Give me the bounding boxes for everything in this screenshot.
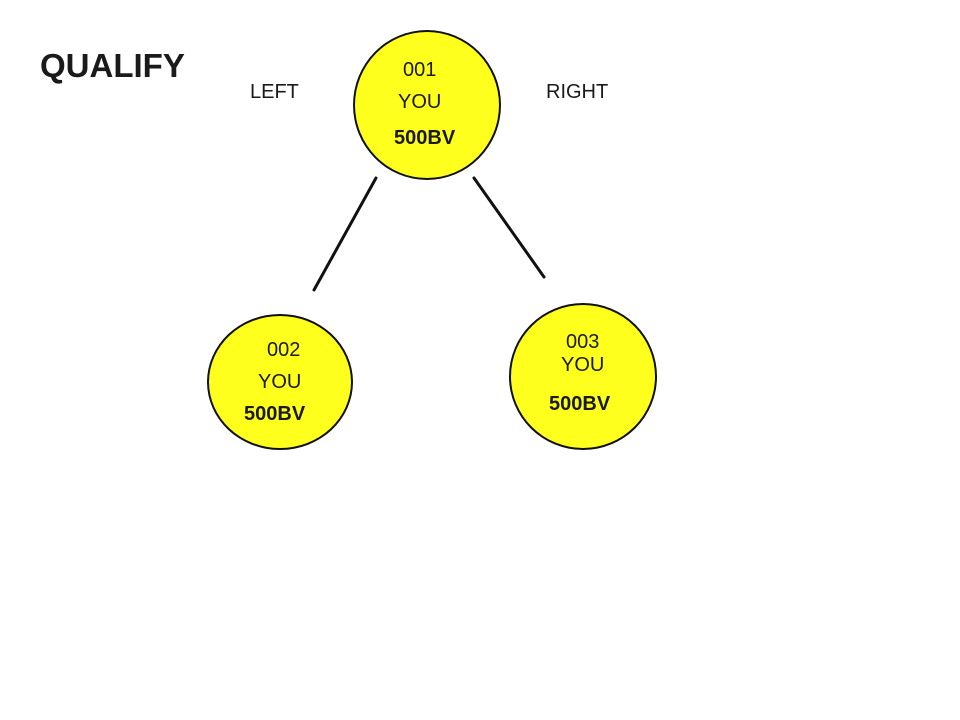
node-bv: 500BV <box>549 393 611 415</box>
node-002: 002 YOU 500BV <box>207 314 353 450</box>
node-name: YOU <box>398 91 442 113</box>
right-leg-label: RIGHT <box>546 81 609 103</box>
node-bv: 500BV <box>394 127 456 149</box>
node-name: YOU <box>561 354 605 376</box>
node-id: 001 <box>403 59 437 81</box>
node-bv: 500BV <box>244 403 306 425</box>
diagram-title: QUALIFY <box>40 47 185 84</box>
node-name: YOU <box>258 371 302 393</box>
node-001: 001 YOU 500BV <box>353 30 501 180</box>
node-id: 002 <box>267 339 301 361</box>
left-connector <box>312 176 378 292</box>
right-connector <box>472 176 546 279</box>
node-003: 003 YOU 500BV <box>509 303 657 450</box>
node-id: 003 <box>566 331 600 353</box>
left-leg-label: LEFT <box>250 81 299 103</box>
